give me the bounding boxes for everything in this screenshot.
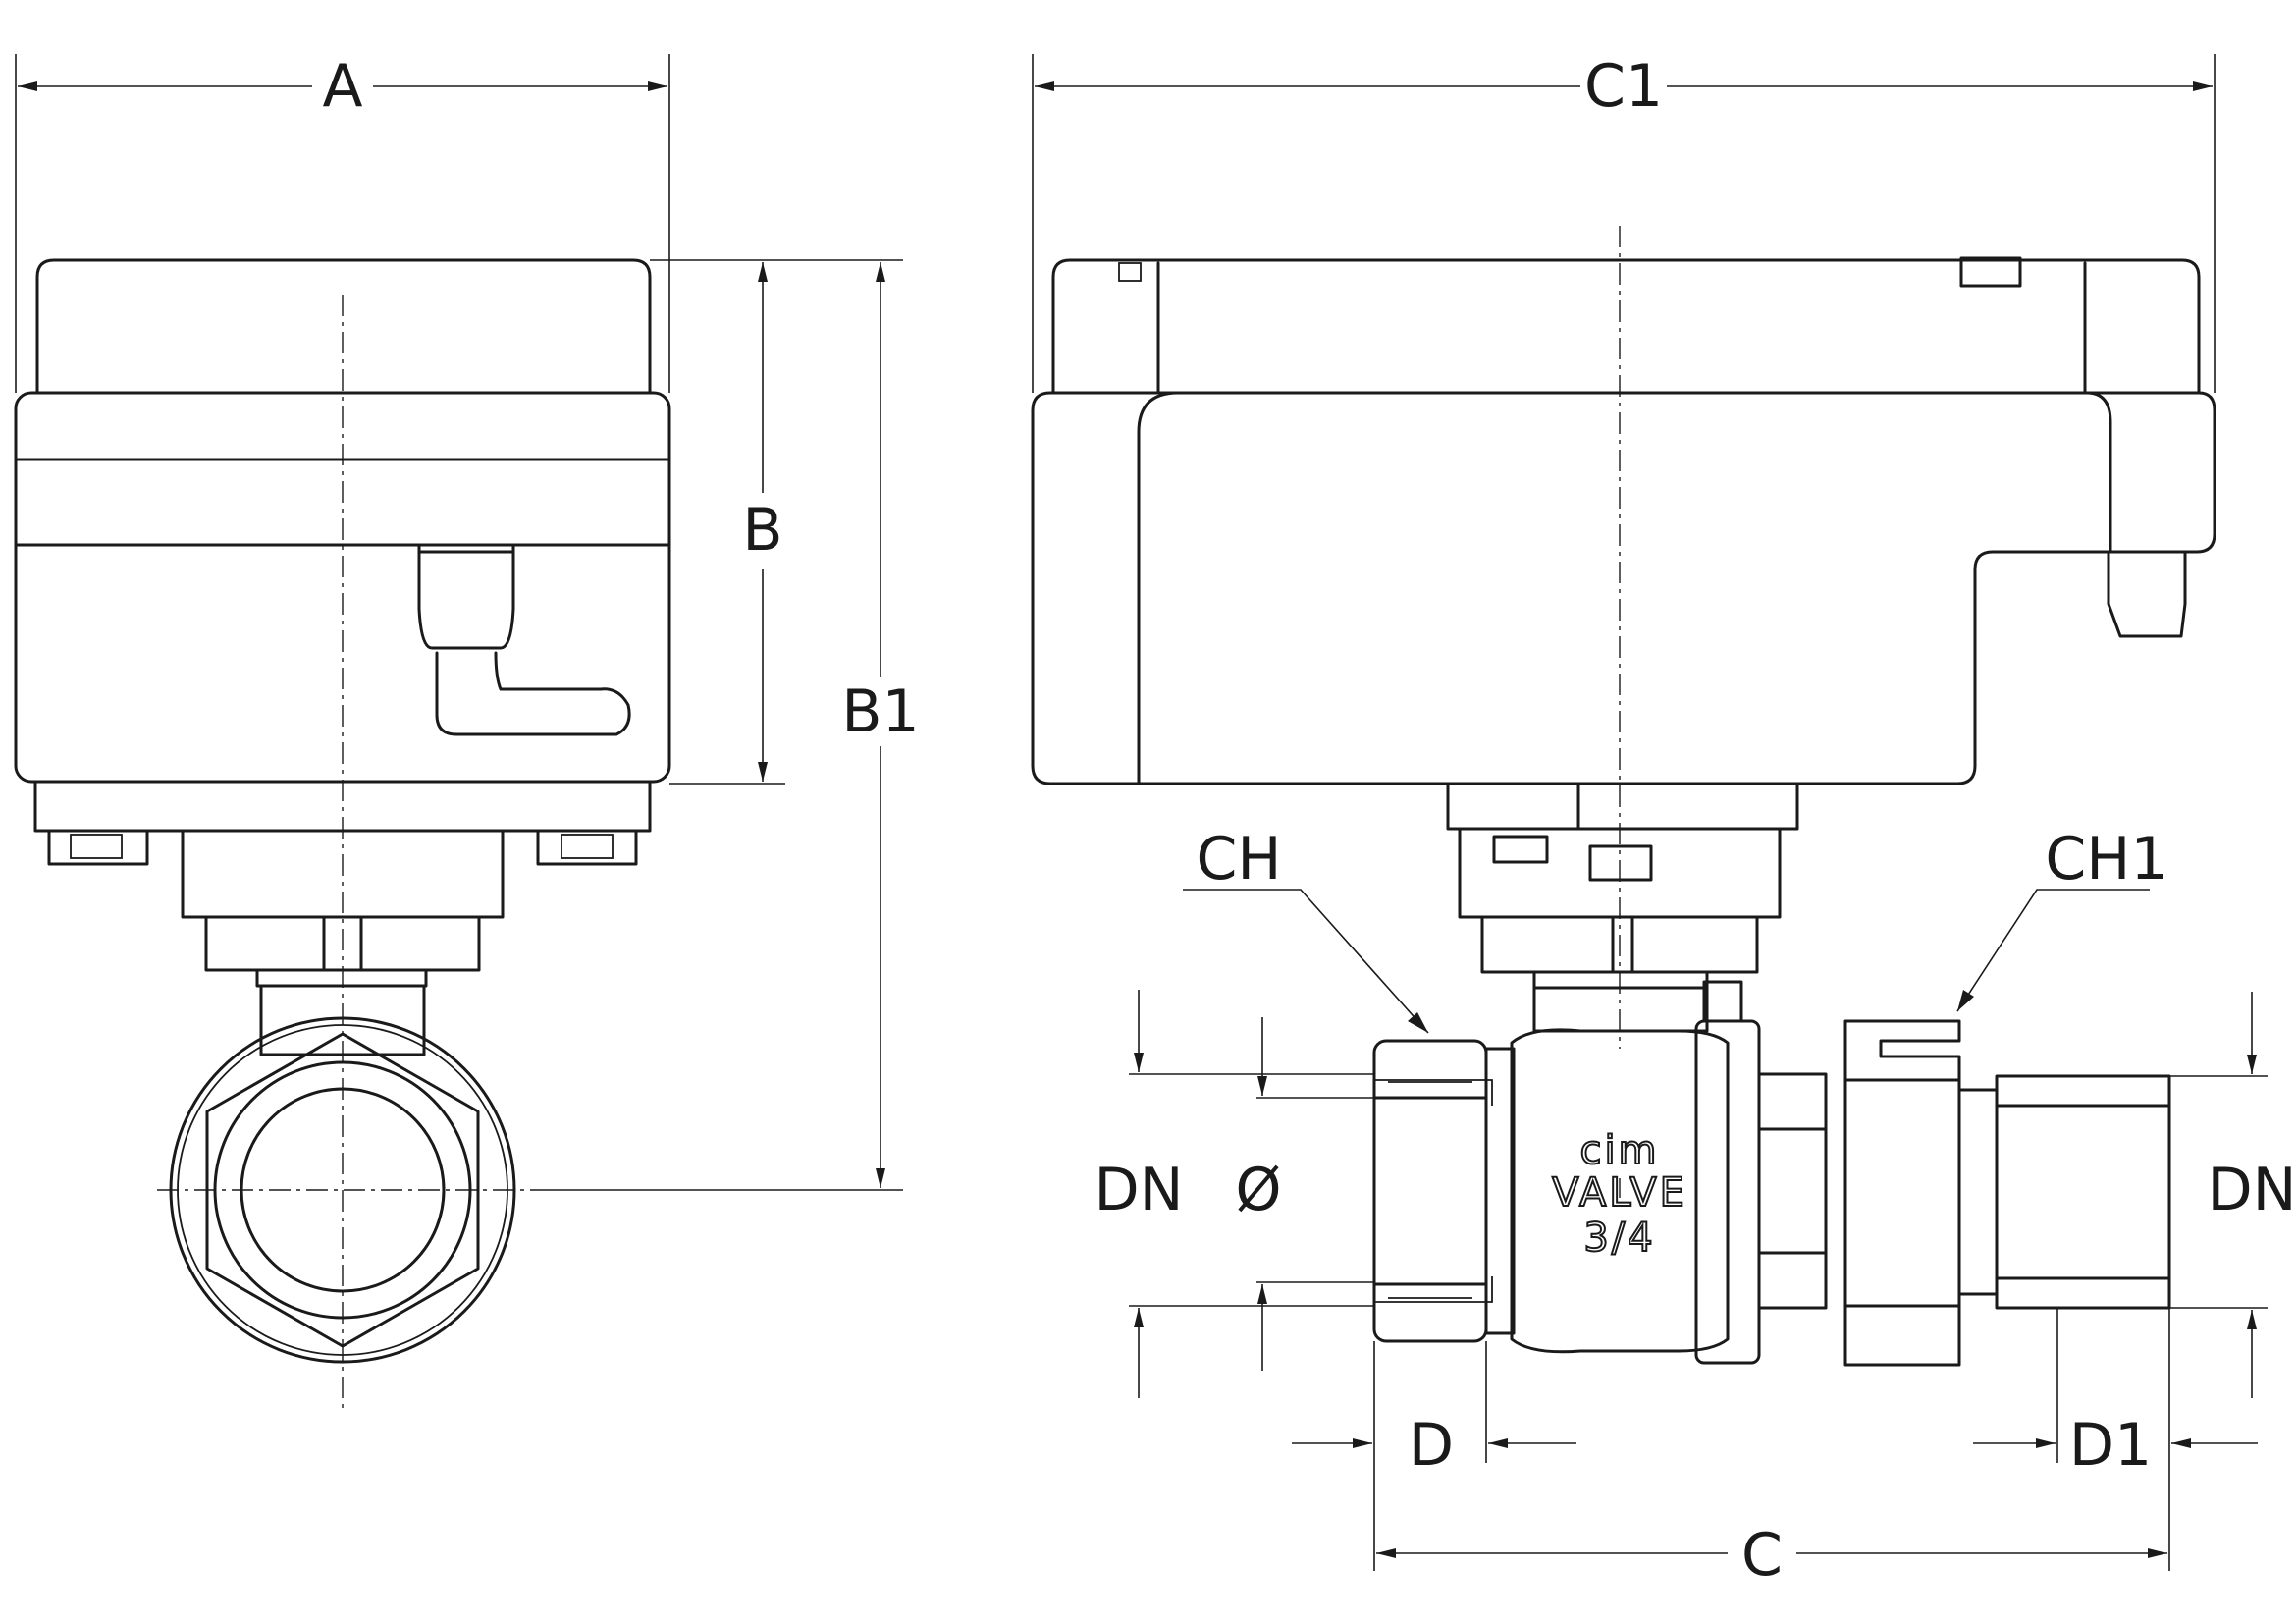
side-view: cim VALVE 3/4 — [1031, 226, 2216, 1367]
dimension-lines — [15, 54, 2268, 1571]
label-ch: CH — [1196, 825, 1281, 893]
label-ch1: CH1 — [2045, 825, 2167, 893]
model-marking: VALVE — [1552, 1170, 1687, 1216]
actuator-cover-front — [35, 258, 652, 395]
label-c: C — [1741, 1521, 1783, 1590]
drain-nipple — [2107, 550, 2187, 638]
brand-marking: cim — [1579, 1128, 1659, 1173]
size-marking: 3/4 — [1583, 1216, 1655, 1261]
actuator-cover-side — [1051, 258, 2201, 395]
label-diameter: Ø — [1235, 1156, 1281, 1224]
cable-gland — [417, 543, 515, 650]
label-c1: C1 — [1584, 52, 1663, 121]
right-hex-nut — [1843, 1019, 1961, 1367]
male-thread-end — [1957, 1088, 1999, 1296]
label-d: D — [1409, 1411, 1454, 1480]
label-b: B — [742, 496, 782, 565]
cable — [435, 651, 631, 736]
valve-body-side — [1510, 1028, 1730, 1354]
label-dn-left: DN — [1094, 1156, 1183, 1224]
label-b1: B1 — [841, 677, 919, 746]
front-view — [14, 258, 671, 1414]
label-a: A — [322, 52, 362, 121]
label-d1: D1 — [2069, 1411, 2152, 1480]
dimension-labels: A C1 B B1 CH CH1 DN Ø DN D D1 C — [322, 52, 2296, 1590]
label-dn-right: DN — [2207, 1156, 2296, 1224]
left-hex-nut — [1372, 1039, 1488, 1343]
actuator-body-side — [1031, 391, 2216, 785]
